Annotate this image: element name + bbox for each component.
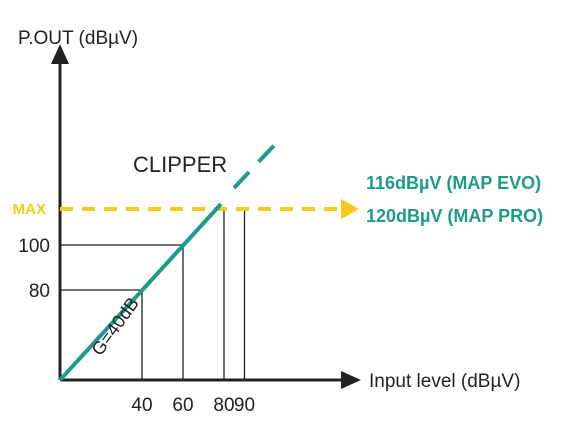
clipper-label: CLIPPER <box>133 152 227 177</box>
x-axis-label: Input level (dBµV) <box>369 371 520 392</box>
y-axis-label: P.OUT (dBµV) <box>18 28 138 49</box>
x-tick-60: 60 <box>172 395 193 416</box>
gain-line-solid <box>58 202 223 382</box>
max-level-arrow <box>341 199 359 219</box>
x-tick-40: 40 <box>131 395 152 416</box>
max-label: MAX <box>13 201 46 218</box>
gain-label: G=40dB <box>87 294 142 360</box>
guide-lines <box>60 209 246 380</box>
y-tick-100: 100 <box>18 236 50 257</box>
x-axis-arrow <box>341 371 361 389</box>
y-tick-labels: 80 100 <box>18 236 50 302</box>
y-tick-80: 80 <box>29 281 50 302</box>
x-tick-80: 80 <box>213 395 234 416</box>
y-axis-arrow <box>51 44 69 64</box>
max-annotation-pro: 120dBµV (MAP PRO) <box>366 206 543 226</box>
max-annotation-evo: 116dBµV (MAP EVO) <box>366 173 541 193</box>
gain-line-dashed <box>232 134 285 190</box>
x-tick-90: 90 <box>234 395 255 416</box>
